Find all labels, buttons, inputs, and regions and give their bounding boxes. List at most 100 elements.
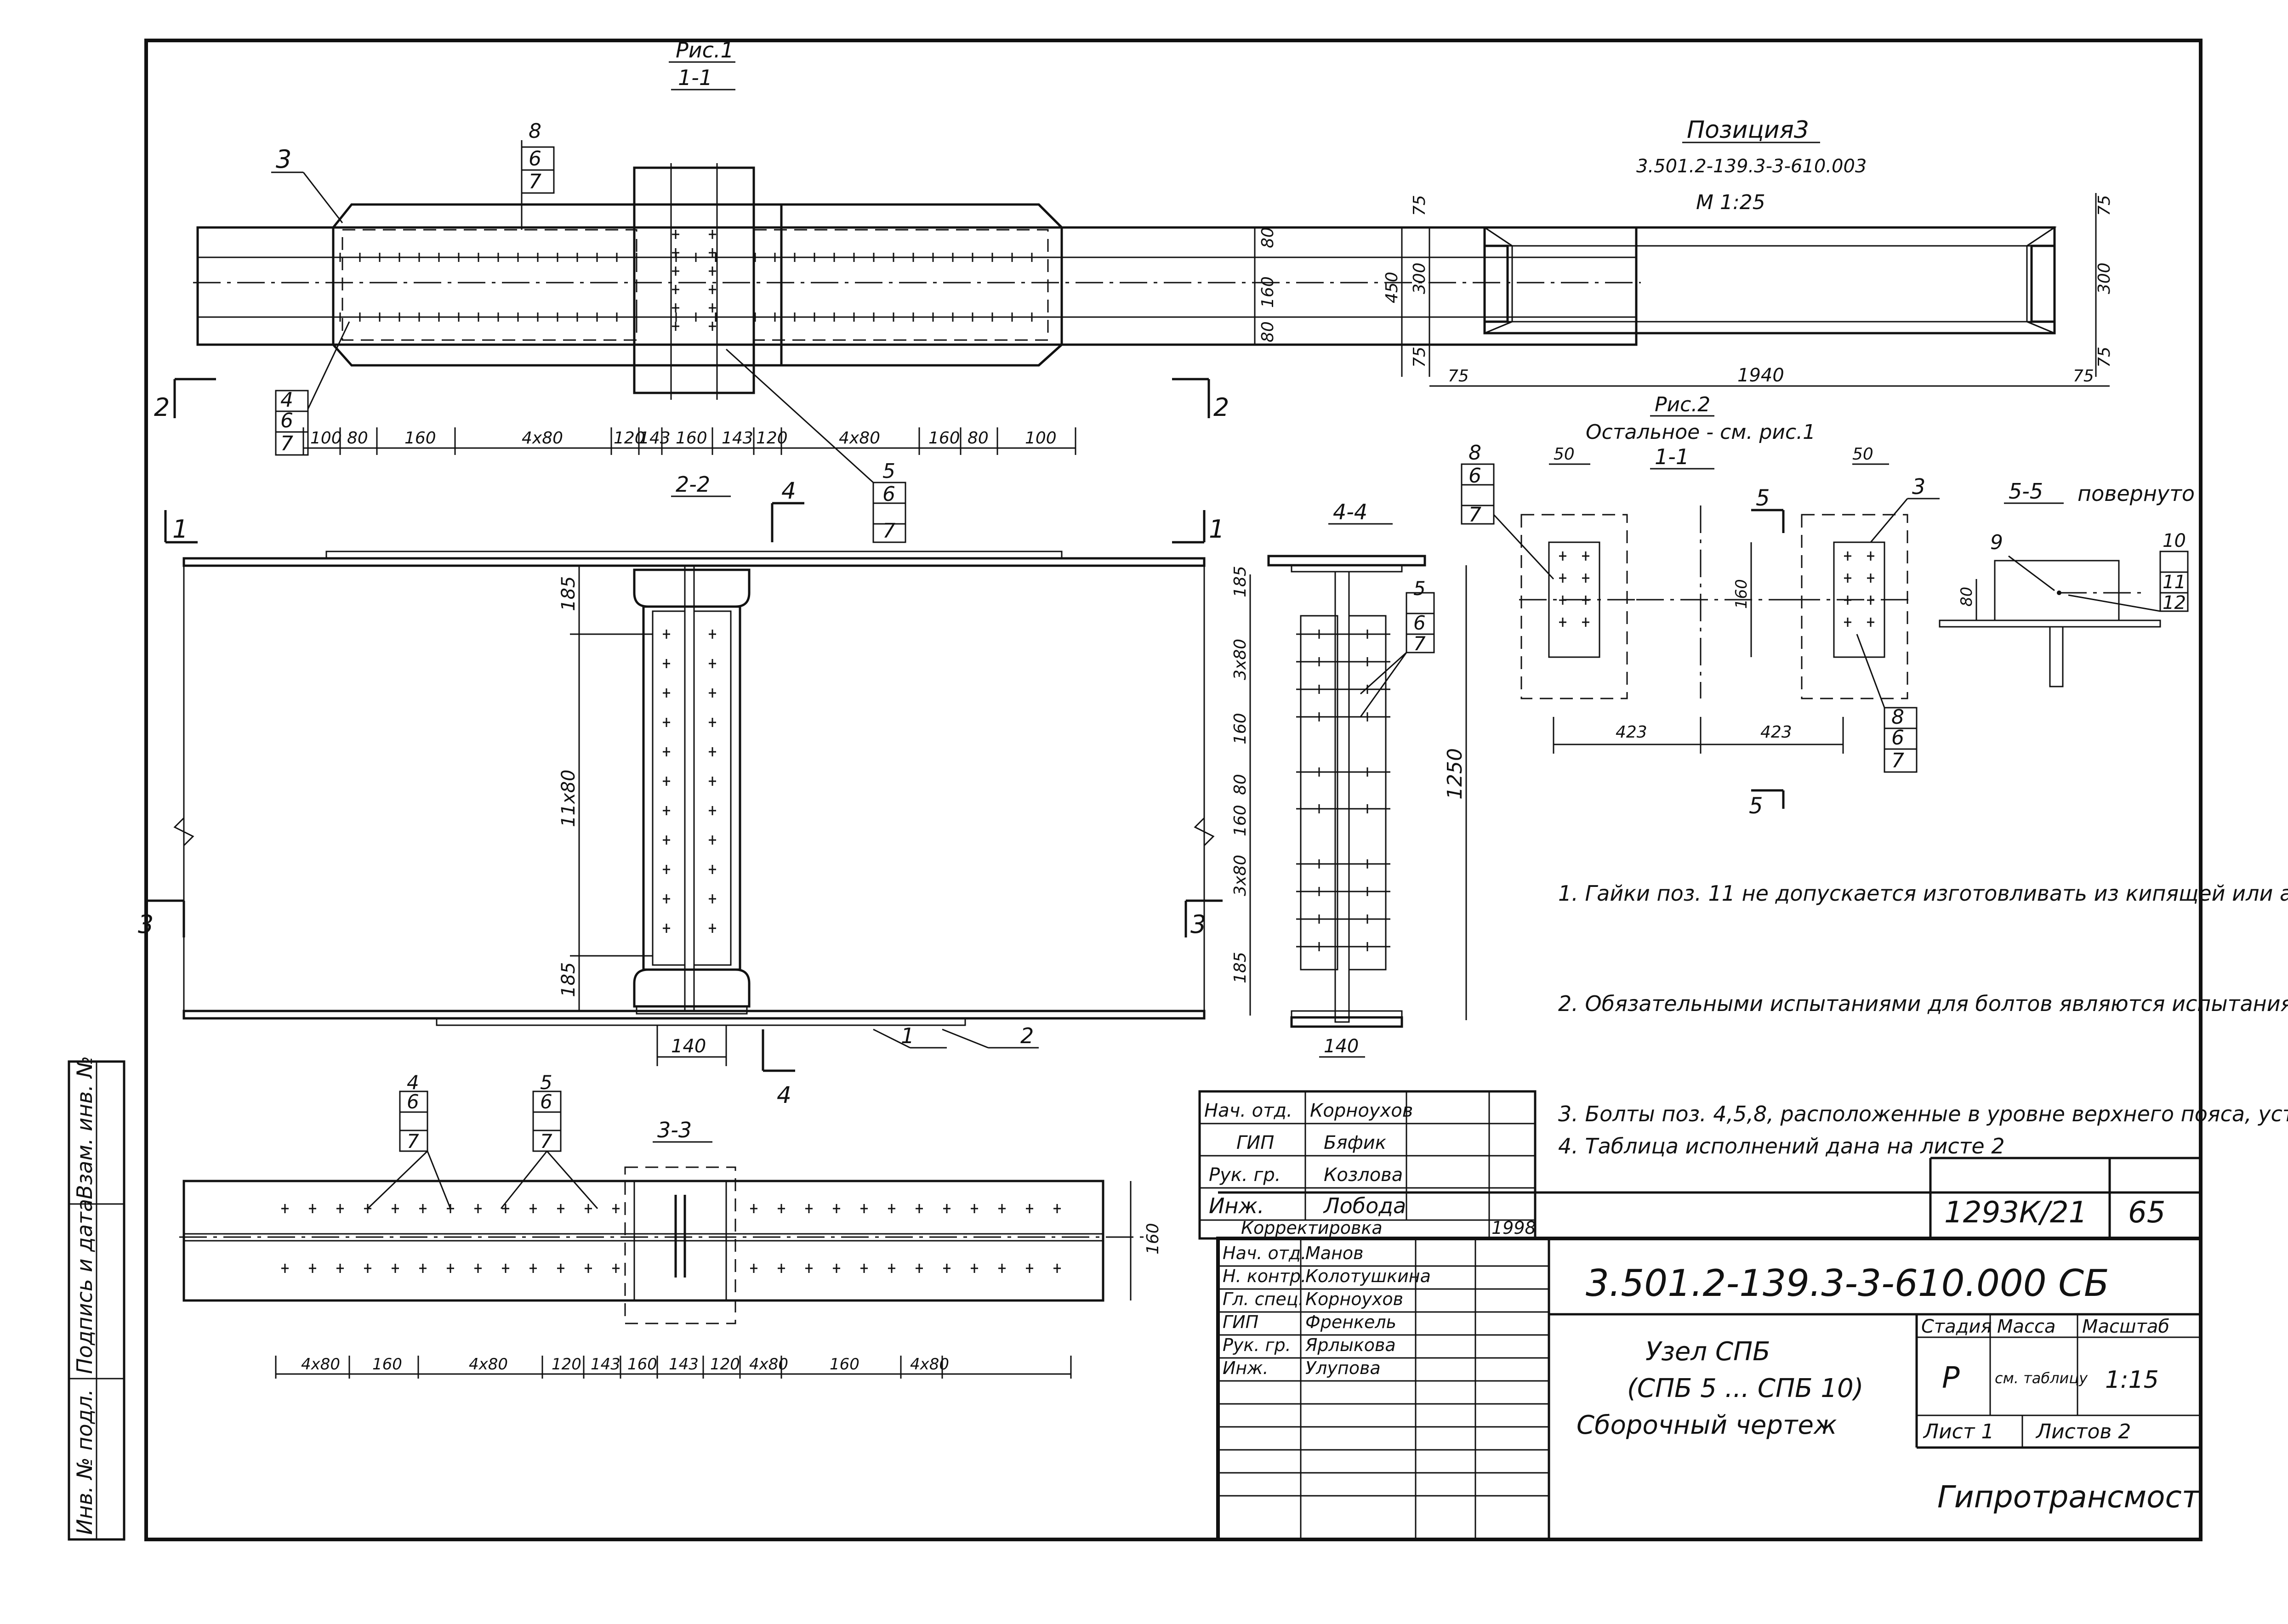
stamp-inv-label: Инв. № подл. bbox=[72, 1389, 97, 1535]
svg-text:Лист 1: Лист 1 bbox=[1923, 1420, 1994, 1443]
svg-text:75: 75 bbox=[1410, 346, 1429, 368]
svg-text:7: 7 bbox=[280, 432, 293, 455]
svg-text:12: 12 bbox=[2163, 592, 2186, 613]
callout-5-6-7-44: 5 6 7 bbox=[1360, 577, 1435, 717]
side-stamp: Инв. № подл. Подпись и дата Взам. инв. № bbox=[68, 1056, 125, 1541]
node-name: Узел СПБ bbox=[1645, 1337, 1770, 1367]
svg-text:5-5: 5-5 bbox=[2009, 479, 2043, 504]
stamp-sign-label: Подпись и дата bbox=[72, 1199, 97, 1374]
svg-text:Инж.: Инж. bbox=[1223, 1358, 1269, 1378]
title-block: 1293К/21 65 3.501.2-139.3-3-610.000 СБ Н… bbox=[1216, 1157, 2203, 1541]
dim-label-33: 160 bbox=[830, 1355, 859, 1374]
dim-label-33: 4x80 bbox=[749, 1355, 788, 1374]
svg-text:4: 4 bbox=[407, 1071, 419, 1094]
callout-8-6-7-fig2a: 8 6 7 bbox=[1461, 441, 1554, 580]
svg-text:5: 5 bbox=[1749, 793, 1763, 819]
svg-text:6: 6 bbox=[1468, 464, 1481, 488]
svg-text:Ярлыкова: Ярлыкова bbox=[1305, 1335, 1396, 1355]
svg-text:Манов: Манов bbox=[1305, 1243, 1364, 1263]
svg-text:4: 4 bbox=[777, 1082, 791, 1108]
svg-text:5: 5 bbox=[1756, 485, 1770, 511]
svg-text:11: 11 bbox=[2163, 572, 2186, 593]
svg-text:6: 6 bbox=[407, 1090, 419, 1113]
stamp-replace-label: Взам. инв. № bbox=[72, 1056, 97, 1199]
svg-text:Гл. спец.: Гл. спец. bbox=[1223, 1289, 1304, 1309]
fig1-section-1-1: Рис.1 1-1 3 8 6 7 bbox=[154, 38, 1641, 543]
callout-4-6-7-top: 4 6 7 bbox=[275, 321, 350, 456]
callout-8-6-7-fig2b: 8 6 7 bbox=[1856, 634, 1918, 773]
svg-text:160: 160 bbox=[1258, 276, 1277, 308]
dim-label-33: 4x80 bbox=[469, 1355, 508, 1374]
section-2-2: 2-2 1 1 4 4 3 3 bbox=[138, 472, 1224, 1108]
svg-text:2-2: 2-2 bbox=[676, 472, 710, 497]
dim-label-44: 160 bbox=[1231, 713, 1250, 744]
svg-text:7: 7 bbox=[540, 1130, 552, 1153]
svg-text:7: 7 bbox=[529, 170, 541, 193]
svg-text:50: 50 bbox=[1852, 445, 1873, 464]
svg-text:1: 1 bbox=[172, 515, 188, 544]
svg-text:3: 3 bbox=[138, 910, 154, 939]
svg-text:75: 75 bbox=[1410, 195, 1429, 216]
svg-text:см. таблицу: см. таблицу bbox=[1995, 1369, 2088, 1387]
note-1: 1. Гайки поз. 11 не допускается изготовл… bbox=[1558, 881, 2288, 906]
dim-label-top: 160 bbox=[404, 429, 436, 448]
svg-text:Козлова: Козлова bbox=[1324, 1164, 1403, 1186]
svg-text:3: 3 bbox=[1912, 474, 1925, 499]
correction-table: Нач. отд. Корноухов ГИП Бяфик Рук. гр. К… bbox=[1198, 1090, 1537, 1240]
svg-text:185: 185 bbox=[558, 962, 579, 997]
svg-text:2: 2 bbox=[1213, 393, 1229, 422]
svg-text:1-1: 1-1 bbox=[1655, 444, 1689, 469]
fig2-note: Остальное - см. рис.1 bbox=[1586, 420, 1816, 444]
svg-text:(СПБ 5 ... СПБ 10): (СПБ 5 ... СПБ 10) bbox=[1627, 1374, 1863, 1403]
svg-text:423: 423 bbox=[1616, 723, 1647, 742]
svg-text:10: 10 bbox=[2163, 530, 2186, 551]
dim-label-33: 120 bbox=[710, 1355, 740, 1374]
fig2-detail: Рис.2 Остальное - см. рис.1 1-1 423 423 … bbox=[1461, 393, 2195, 819]
dim-label-top: 160 bbox=[676, 429, 707, 448]
album-number: 1293К/21 bbox=[1944, 1196, 2087, 1230]
svg-text:ГИП: ГИП bbox=[1223, 1312, 1258, 1332]
svg-text:80: 80 bbox=[1258, 321, 1277, 342]
dim-label-33: 4x80 bbox=[910, 1355, 949, 1374]
svg-text:1: 1 bbox=[1209, 515, 1224, 544]
pos3-scale: М 1:25 bbox=[1696, 191, 1765, 214]
svg-text:11x80: 11x80 bbox=[558, 770, 579, 827]
svg-text:8: 8 bbox=[1891, 705, 1904, 729]
svg-text:75: 75 bbox=[2095, 195, 2114, 216]
svg-text:Рук. гр.: Рук. гр. bbox=[1209, 1164, 1281, 1186]
svg-text:Сборочный чертеж: Сборочный чертеж bbox=[1577, 1410, 1837, 1440]
svg-text:7: 7 bbox=[1468, 503, 1481, 527]
note-4: 4. Таблица исполнений дана на листе 2 bbox=[1558, 1134, 2005, 1158]
svg-text:5: 5 bbox=[540, 1071, 552, 1094]
fig1-title: Рис.1 bbox=[676, 38, 734, 62]
note-2: 2. Обязательными испытаниями для болтов … bbox=[1558, 991, 2288, 1016]
svg-text:5: 5 bbox=[1413, 577, 1426, 600]
svg-text:140: 140 bbox=[1324, 1036, 1359, 1057]
svg-text:4: 4 bbox=[781, 477, 796, 504]
svg-text:ГИП: ГИП bbox=[1236, 1132, 1274, 1153]
dim-label-44: 3x80 bbox=[1231, 855, 1250, 896]
svg-text:6: 6 bbox=[529, 147, 541, 170]
svg-text:6: 6 bbox=[540, 1090, 552, 1113]
dim-label-top: 4x80 bbox=[839, 429, 880, 448]
position-3-detail: Позиция3 3.501.2-139.3-3-610.003 М 1:25 … bbox=[1383, 116, 2114, 387]
svg-text:Р: Р bbox=[1942, 1361, 1960, 1395]
sheet-number: 65 bbox=[2128, 1196, 2165, 1230]
svg-text:6: 6 bbox=[280, 409, 293, 432]
dim-label-top: 100 bbox=[1025, 429, 1057, 448]
callout-5-6-7-top: 5 6 7 bbox=[725, 348, 906, 543]
callout-3: 3 bbox=[276, 145, 291, 174]
dim-label-33: 4x80 bbox=[301, 1355, 340, 1374]
svg-text:8: 8 bbox=[1468, 441, 1481, 465]
svg-text:1: 1 bbox=[901, 1023, 914, 1048]
dim-label-top: 100 bbox=[310, 429, 342, 448]
svg-text:5: 5 bbox=[882, 460, 895, 483]
svg-text:423: 423 bbox=[1760, 723, 1792, 742]
svg-text:9: 9 bbox=[1990, 531, 2003, 554]
svg-text:Колотушкина: Колотушкина bbox=[1305, 1266, 1431, 1286]
svg-text:8: 8 bbox=[529, 119, 541, 143]
svg-text:50: 50 bbox=[1554, 445, 1575, 464]
svg-text:Корноухов: Корноухов bbox=[1305, 1289, 1403, 1309]
